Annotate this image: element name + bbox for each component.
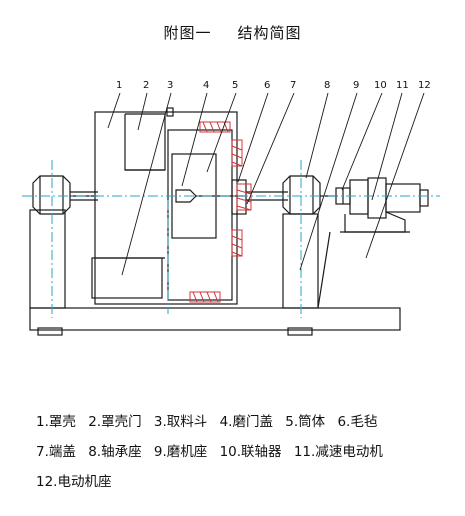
legend-item: 7.端盖 [36, 444, 76, 460]
legend-item: 12.电动机座 [36, 474, 112, 490]
motor-seat [344, 211, 406, 233]
feed-scoop [91, 257, 163, 299]
legend-item: 6.毛毡 [337, 414, 378, 430]
part-number-10: 10 [374, 80, 387, 91]
gear-motor [349, 179, 369, 215]
base-foot-left [37, 327, 63, 336]
legend-item: 10.联轴器 [219, 444, 282, 460]
part-number-6: 6 [264, 80, 270, 91]
felt-hatching [189, 121, 252, 303]
part-number-2: 2 [143, 80, 149, 91]
structure-drawing: 1 2 3 4 5 6 7 8 9 10 11 12 [22, 80, 440, 336]
part-number-1: 1 [116, 80, 122, 91]
legend-item: 11.减速电动机 [293, 444, 383, 460]
legend-row-2: 7.端盖 8.轴承座 9.磨机座 10.联轴器 11.减速电动机 [36, 440, 391, 460]
legend-item: 3.取料斗 [153, 414, 208, 430]
part-number-8: 8 [324, 80, 330, 91]
end-cover [231, 179, 247, 215]
title-part-1: 附图一 [163, 24, 212, 42]
legend-item: 5.筒体 [285, 414, 326, 430]
legend-item: 9.磨机座 [153, 444, 208, 460]
legend-row-3: 12.电动机座 [36, 470, 119, 490]
housing-door [124, 113, 166, 171]
left-bearing-block [32, 175, 71, 215]
part-number-9: 9 [353, 80, 359, 91]
part-number-3: 3 [167, 80, 173, 91]
legend-row-1: 1.罩壳 2.罩壳门 3.取料斗 4.磨门盖 5.筒体 6.毛毡 [36, 410, 385, 430]
part-number-4: 4 [203, 80, 209, 91]
sampling-tool [175, 189, 197, 203]
diagram-title: 附图一 结构简图 [0, 22, 465, 43]
legend-item: 8.轴承座 [88, 444, 142, 460]
part-number-7: 7 [290, 80, 296, 91]
drum-body [167, 129, 233, 301]
motor-body [385, 183, 421, 213]
base-frame [29, 307, 401, 331]
base-foot-right [287, 327, 313, 336]
legend-item: 2.罩壳门 [88, 414, 142, 430]
title-part-2: 结构简图 [237, 24, 302, 42]
part-number-11: 11 [396, 80, 409, 91]
part-number-5: 5 [232, 80, 238, 91]
part-number-12: 12 [418, 80, 431, 91]
left-bearing-pedestal [29, 209, 66, 309]
legend-item: 4.磨门盖 [219, 414, 273, 430]
legend-item: 1.罩壳 [36, 414, 76, 430]
